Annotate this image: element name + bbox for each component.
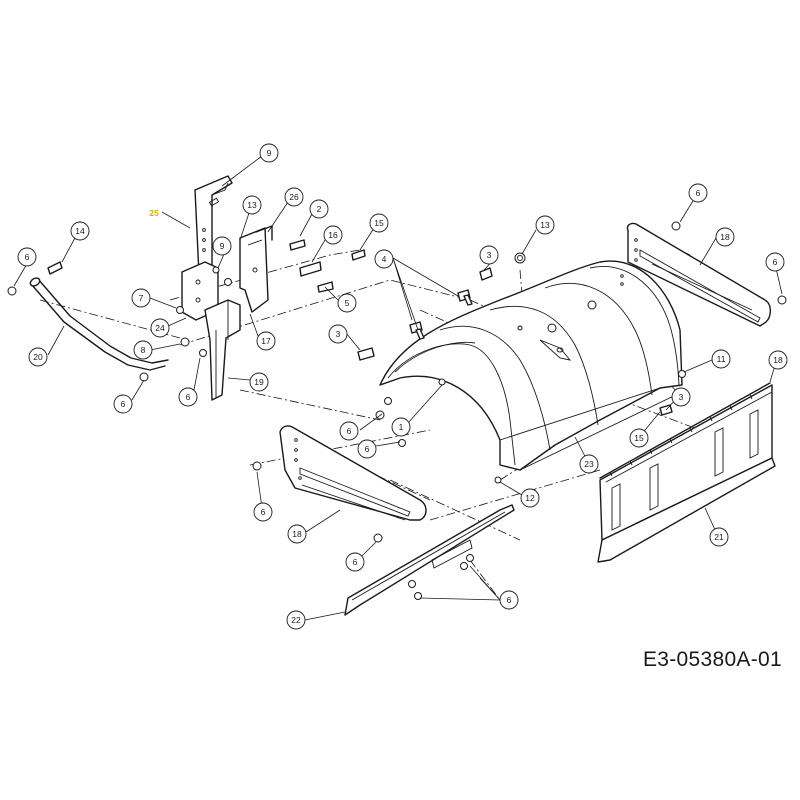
callout-19[interactable]: 21 <box>709 527 729 547</box>
part-20-lower-bracket <box>204 299 241 401</box>
callout-13-right[interactable]: 15 <box>369 213 389 233</box>
callout-3-left[interactable]: 3 <box>328 324 348 344</box>
svg-text:18: 18 <box>773 355 783 365</box>
svg-text:23: 23 <box>584 459 594 469</box>
callout-11[interactable]: 13 <box>535 215 555 235</box>
callout-14[interactable]: 16 <box>323 225 343 245</box>
svg-text:6: 6 <box>773 257 778 267</box>
callout-22[interactable]: 22 <box>286 610 306 630</box>
callout-6-right[interactable]: 6 <box>765 252 785 272</box>
callout-10-right[interactable]: 11 <box>711 349 731 369</box>
callout-1[interactable]: 1 <box>391 417 411 437</box>
callout-6-bracket[interactable]: 6 <box>178 387 198 407</box>
svg-text:18: 18 <box>720 232 730 242</box>
part-1-tine-hood <box>379 252 683 471</box>
svg-text:3: 3 <box>336 329 341 339</box>
part-17-side-plate <box>239 227 269 313</box>
svg-text:8: 8 <box>141 345 146 355</box>
svg-text:6: 6 <box>25 252 30 262</box>
callout-7[interactable]: 7 <box>131 288 151 308</box>
svg-text:6: 6 <box>121 399 126 409</box>
svg-text:2: 2 <box>317 204 322 214</box>
svg-text:13: 13 <box>247 200 257 210</box>
svg-text:9: 9 <box>267 148 272 158</box>
callout-17[interactable]: 17 <box>256 331 276 351</box>
svg-text:24: 24 <box>155 323 165 333</box>
svg-text:9: 9 <box>220 241 225 251</box>
svg-text:25: 25 <box>149 208 159 218</box>
svg-text:6: 6 <box>261 507 266 517</box>
svg-text:21: 21 <box>714 532 724 542</box>
part-18-left-side-plate <box>252 425 427 521</box>
svg-text:6: 6 <box>365 444 370 454</box>
svg-text:26: 26 <box>289 192 299 202</box>
callout-6-left-plate[interactable]: 6 <box>253 502 273 522</box>
svg-text:3: 3 <box>487 250 492 260</box>
callout-8[interactable]: 8 <box>133 340 153 360</box>
svg-text:6: 6 <box>353 557 358 567</box>
svg-text:16: 16 <box>328 230 338 240</box>
svg-text:4: 4 <box>382 254 387 264</box>
callout-15[interactable]: 18171615171715 <box>629 428 649 448</box>
drawing-number: E3-05380A-01 <box>642 648 782 671</box>
svg-text:6: 6 <box>507 595 512 605</box>
callout-6-bottom[interactable]: 6 <box>499 590 519 610</box>
svg-text:5: 5 <box>345 298 350 308</box>
callout-2[interactable]: 2 <box>309 199 329 219</box>
callout-21[interactable]: 20 <box>28 347 48 367</box>
callout-25[interactable]: 2624 <box>150 318 170 338</box>
part-16-hinge-strip <box>599 382 771 479</box>
callout-10-lower[interactable]: 12 <box>520 488 540 508</box>
callout-3-right[interactable]: 3 <box>671 387 691 407</box>
callout-18-left[interactable]: 1818 <box>287 524 307 544</box>
callout-9-top[interactable]: 9 <box>259 143 279 163</box>
callouts: 25 9 9 13 26 2 16 15 14 6 7 2624 8 20 6 … <box>17 143 788 630</box>
callout-18-right[interactable]: 18 <box>715 227 735 247</box>
callout-12[interactable]: 13 <box>242 195 262 215</box>
callout-5[interactable]: 5 <box>337 293 357 313</box>
callout-6-hood-a[interactable]: 6 <box>339 421 359 441</box>
callout-20[interactable]: 19 <box>249 372 269 392</box>
callout-6-left-lower[interactable]: 6 <box>113 394 133 414</box>
callout-6-top-right[interactable]: 6 <box>688 183 708 203</box>
svg-text:22: 22 <box>291 615 301 625</box>
callout-23[interactable]: 23 <box>579 454 599 474</box>
svg-text:17: 17 <box>261 336 271 346</box>
svg-text:19: 19 <box>254 377 264 387</box>
svg-text:3: 3 <box>679 392 684 402</box>
svg-text:7: 7 <box>139 293 144 303</box>
svg-text:20: 20 <box>33 352 43 362</box>
callout-6-far-left[interactable]: 6 <box>17 247 37 267</box>
svg-text:12: 12 <box>525 493 535 503</box>
svg-text:11: 11 <box>717 354 726 364</box>
leader-lines <box>13 155 783 621</box>
svg-text:1: 1 <box>399 422 404 432</box>
bracket-hardware <box>7 239 366 382</box>
callout-6-lower[interactable]: 6 <box>345 552 365 572</box>
callout-26[interactable]: 26 <box>284 187 304 207</box>
svg-text:6: 6 <box>186 392 191 402</box>
callout-13-left[interactable]: 14 <box>70 221 90 241</box>
part-21-handle-rod <box>29 277 169 371</box>
callout-6-hood-b[interactable]: 6 <box>357 439 377 459</box>
callout-3-top[interactable]: 3 <box>479 245 499 265</box>
hood-hardware <box>357 267 686 484</box>
svg-text:18: 18 <box>292 529 302 539</box>
callout-4[interactable]: 4 <box>374 249 394 269</box>
part-18-right-side-plate <box>620 221 787 327</box>
part-19-flap <box>597 384 776 563</box>
callout-9-lower[interactable]: 9 <box>212 236 232 256</box>
svg-text:15: 15 <box>374 218 384 228</box>
svg-text:6: 6 <box>696 188 701 198</box>
svg-text:15: 15 <box>634 433 644 443</box>
part-22-hinge-bar <box>344 504 515 616</box>
callout-24[interactable]: 25 <box>149 208 159 218</box>
svg-text:13: 13 <box>540 220 550 230</box>
svg-text:14: 14 <box>75 226 85 236</box>
callout-16[interactable]: 18 <box>768 350 788 370</box>
svg-text:6: 6 <box>347 426 352 436</box>
